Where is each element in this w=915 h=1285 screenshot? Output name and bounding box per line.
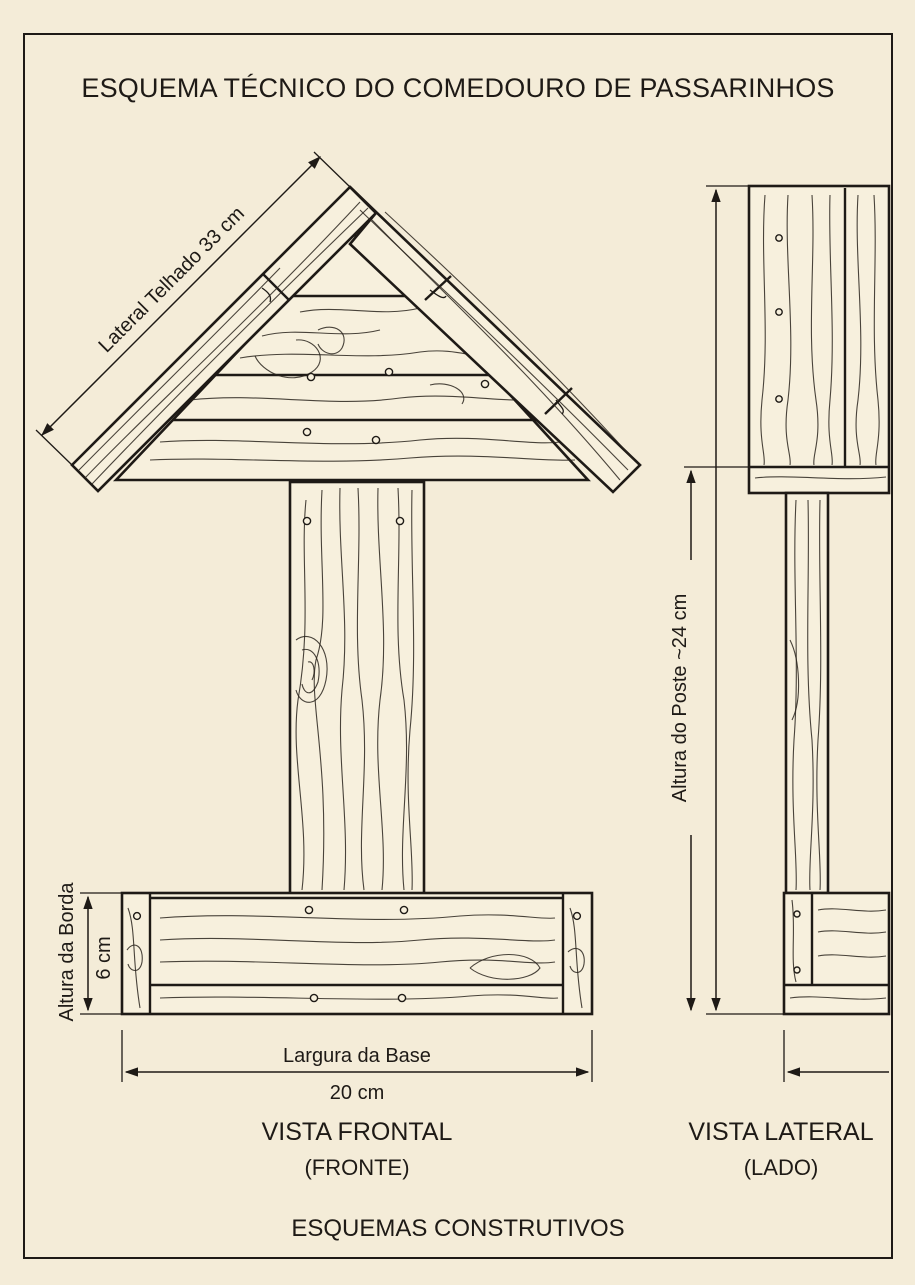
side-base [782,891,891,1016]
nail-hole [371,435,381,445]
rim-height-value: 6 cm [93,936,115,979]
front-view-title: VISTA FRONTAL [262,1118,453,1146]
front-base-tray [120,891,594,1016]
roof-board-right [348,186,642,494]
front-post [288,480,426,896]
drawing-title: ESQUEMA TÉCNICO DO COMEDOURO DE PASSARIN… [81,73,834,103]
base-width-value: 20 cm [330,1082,384,1104]
side-roof-block [747,184,891,495]
base-width-dimension: Largura da Base 20 cm [121,1030,593,1104]
side-view: Altura do Poste ~24 cm VISTA LATERAL (LA… [668,184,891,1180]
post-height-label: Altura do Poste ~24 cm [669,594,691,802]
nail-hole [306,372,316,382]
front-view: Lateral Telhado 33 cm [35,151,642,1180]
rim-height-label: Altura da Borda [56,882,78,1022]
nail-hole [480,379,490,389]
side-view-title: VISTA LATERAL [688,1118,873,1146]
sheet-border [23,33,893,1259]
footer-caption: ESQUEMAS CONSTRUTIVOS [291,1215,624,1242]
nail-mark [555,399,564,415]
side-post [784,491,830,895]
nail-hole [302,427,312,437]
nail-hole [384,367,394,377]
post-height-dimension: Altura do Poste ~24 cm [668,466,749,1012]
front-view-subtitle: (FRONTE) [304,1155,409,1180]
rim-height-dimension: Altura da Borda 6 cm [56,882,122,1022]
nail-mark [429,289,447,299]
side-view-subtitle: (LADO) [744,1155,819,1180]
base-width-label: Largura da Base [283,1045,431,1067]
